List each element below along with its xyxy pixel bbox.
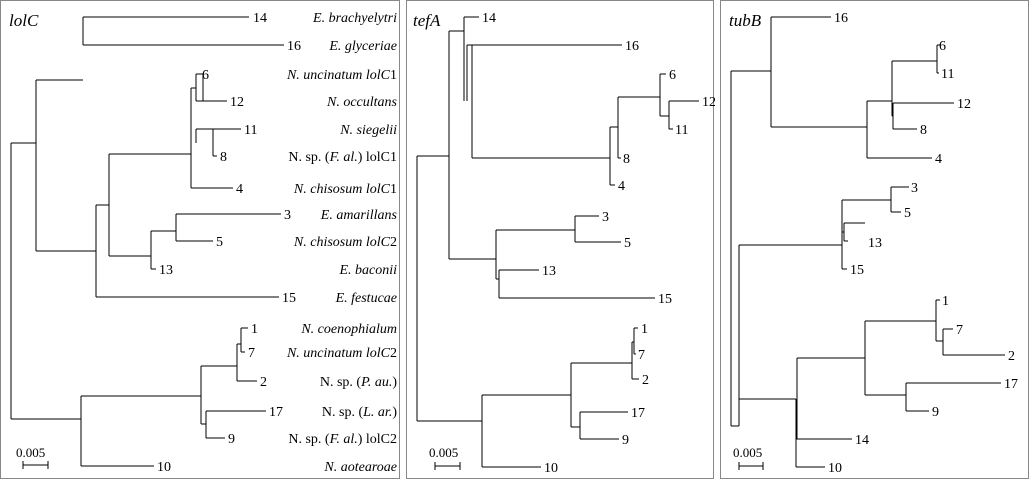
tip-label: 1 <box>641 322 648 337</box>
gene-label: tefA <box>413 11 441 30</box>
species-label: E. amarillans <box>320 208 398 223</box>
tip-label: 2 <box>1008 349 1015 364</box>
species-label: N. uncinatum lolC1 <box>286 68 397 83</box>
tip-label: 8 <box>920 123 927 138</box>
gene-label: tubB <box>729 11 762 30</box>
species-label: N. uncinatum lolC2 <box>286 346 397 361</box>
scale-bar: 0.005 <box>429 445 461 470</box>
tip-label: 17 <box>1004 377 1018 392</box>
tip-label: 6 <box>202 68 209 83</box>
tip-label: 9 <box>932 405 939 420</box>
scale-label: 0.005 <box>733 445 762 460</box>
tip-label: 14 <box>482 11 496 26</box>
scale-label: 0.005 <box>429 445 458 460</box>
tip-label: 12 <box>702 95 715 110</box>
species-label: N. coenophialum <box>300 322 397 337</box>
tip-label: 17 <box>631 406 645 421</box>
scale-label: 0.005 <box>16 445 45 460</box>
tip-label: 11 <box>941 67 954 82</box>
tip-label: 16 <box>287 39 301 54</box>
tip-label: 4 <box>236 182 243 197</box>
tip-label: 14 <box>253 11 267 26</box>
tip-label: 3 <box>602 210 609 225</box>
tip-label: 14 <box>855 433 869 448</box>
tip-label: 9 <box>622 433 629 448</box>
tip-label: 13 <box>159 263 173 278</box>
tip-label: 5 <box>904 206 911 221</box>
species-label: E. glyceriae <box>328 39 397 54</box>
tip-label: 1 <box>251 322 258 337</box>
tip-label: 16 <box>834 11 848 26</box>
tip-label: 10 <box>157 460 171 475</box>
gene-label: lolC <box>9 11 39 30</box>
tip-label: 15 <box>850 263 864 278</box>
species-label: N. siegelii <box>339 123 397 138</box>
tree-lolc: lolC <box>9 11 398 475</box>
tree-tubb: tubB <box>729 11 1018 476</box>
tip-label: 5 <box>216 235 223 250</box>
species-label: E. brachyelytri <box>312 11 397 26</box>
tip-label: 11 <box>675 123 688 138</box>
species-label: N. occultans <box>326 95 398 110</box>
tip-label: 13 <box>868 236 882 251</box>
tip-label: 5 <box>624 236 631 251</box>
tip-label: 6 <box>669 68 676 83</box>
tip-label: 6 <box>939 39 946 54</box>
tip-label: 16 <box>625 39 639 54</box>
tip-label: 3 <box>284 208 291 223</box>
species-labels: E. brachyelytri E. glyceriae N. uncinatu… <box>286 11 398 475</box>
tip-label: 17 <box>269 405 283 420</box>
tip-label: 4 <box>935 152 942 167</box>
species-label: N. sp. (F. al.) lolC1 <box>288 150 397 165</box>
species-label: E. festucae <box>335 291 397 306</box>
tip-label: 11 <box>244 123 257 138</box>
tip-label: 7 <box>638 348 645 363</box>
tip-label: 13 <box>542 264 556 279</box>
species-label: E. baconii <box>338 263 397 278</box>
tip-label: 4 <box>618 179 625 194</box>
species-label: N. chisosum lolC1 <box>293 182 397 197</box>
species-label: N. aotearoae <box>323 460 397 475</box>
tip-label: 15 <box>282 291 296 306</box>
tip-label: 2 <box>642 373 649 388</box>
tip-label: 8 <box>623 152 630 167</box>
tree-tefa: tefA <box>413 11 715 476</box>
tip-label: 8 <box>220 150 227 165</box>
panel-lolc: lolC <box>0 0 400 479</box>
panel-tefa: tefA <box>406 0 715 479</box>
tip-label: 9 <box>228 432 235 447</box>
tip-label: 10 <box>828 461 842 476</box>
tip-label: 7 <box>956 323 963 338</box>
tip-label: 7 <box>248 346 255 361</box>
scale-bar: 0.005 <box>16 445 49 469</box>
species-label: N. sp. (F. al.) lolC2 <box>288 432 397 447</box>
tip-label: 12 <box>230 95 244 110</box>
species-label: N. chisosum lolC2 <box>293 235 397 250</box>
panel-tubb: tubB <box>720 0 1029 479</box>
tip-label: 3 <box>911 181 918 196</box>
species-label: N. sp. (L. ar.) <box>322 405 397 420</box>
tip-label: 2 <box>260 375 267 390</box>
species-label: N. sp. (P. au.) <box>320 375 397 390</box>
tip-label: 15 <box>658 292 672 307</box>
tip-label: 10 <box>544 461 558 476</box>
tip-label: 12 <box>957 97 971 112</box>
tip-label: 1 <box>942 294 949 309</box>
scale-bar: 0.005 <box>733 445 764 470</box>
